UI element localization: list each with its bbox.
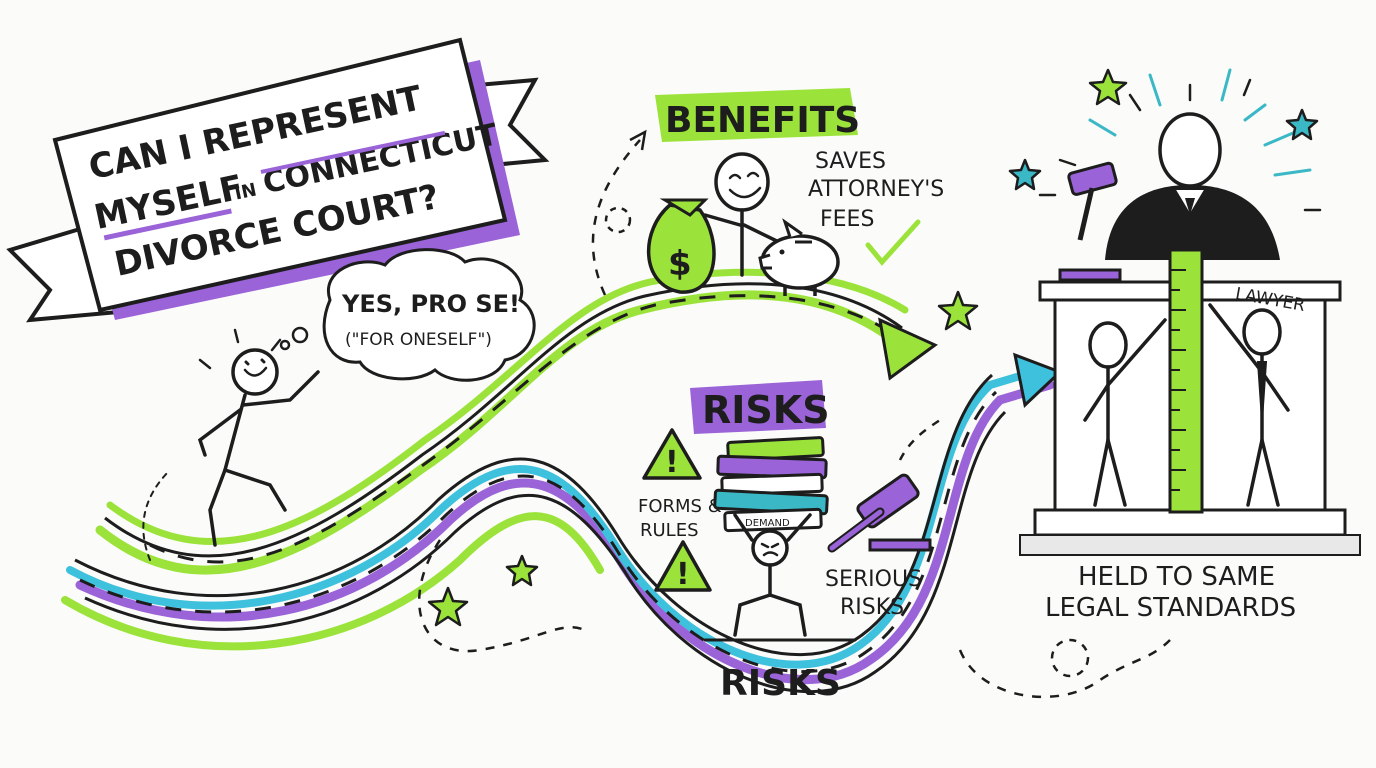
forms-rules-line2: RULES <box>640 520 699 541</box>
banner-underline-myself <box>103 208 232 241</box>
benefit-note-line2: ATTORNEY'S <box>808 177 944 202</box>
runner-arm-back <box>197 408 242 457</box>
judge-gavel-icon <box>1058 161 1122 282</box>
self-rep-stick-figure <box>1083 318 1167 507</box>
runner-head <box>231 348 279 396</box>
lower-road-arrowhead <box>1012 352 1063 408</box>
warning-icon: ! <box>642 428 702 480</box>
purple-road-band <box>75 380 1055 685</box>
risks-heading: RISKS <box>702 388 830 432</box>
thought-line2: ("FOR ONESELF") <box>345 330 492 350</box>
lawyer-stick-figure <box>1208 303 1290 507</box>
forms-rules-line1: FORMS & <box>638 496 722 517</box>
standards-line2: LEGAL STANDARDS <box>1045 593 1296 623</box>
running-stick-figure <box>142 328 320 561</box>
risks-section: RISKS ! ! FORMS & RULES DEMAND <box>638 380 932 704</box>
benefit-note-line3: FEES <box>820 207 874 232</box>
lower-green-road <box>61 512 604 651</box>
dashed-up-arrow <box>898 418 941 461</box>
dashed-branch-to-benefits <box>591 139 641 296</box>
upper-road-dashes <box>149 294 896 564</box>
serious-risks-line1: SERIOUS <box>825 567 922 592</box>
money-bag-icon: $ <box>647 198 716 294</box>
banner-underline-connecticut <box>260 130 446 174</box>
dashed-branch-arrowhead <box>629 129 647 151</box>
book-label: DEMAND <box>745 518 790 529</box>
bench-step <box>1019 534 1361 556</box>
benefits-section: BENEFITS $ SAVES ATTORNEY'S FEES <box>647 88 944 296</box>
star-icon <box>427 586 469 627</box>
runner-leg-back <box>208 468 227 547</box>
warning-icon-lower: ! <box>654 540 712 592</box>
title-banner: CAN I REPRESENT MYSELF IN CONNECTICUT DI… <box>6 37 550 323</box>
measuring-ruler-icon <box>1168 248 1204 514</box>
banner-title-line2b: IN <box>233 179 259 204</box>
book-stack-icon: DEMAND <box>713 436 829 533</box>
risks-heading-highlight <box>690 380 826 434</box>
dashed-loop-right <box>958 639 1171 699</box>
courtroom-scene: LAWYER <box>1019 68 1361 556</box>
benefits-heading-highlight <box>655 88 858 142</box>
radiating-dashes <box>1038 78 1322 212</box>
star-icon <box>937 290 979 331</box>
star-icon <box>1008 158 1042 191</box>
runner-body <box>223 393 247 472</box>
upper-road-arrowhead <box>878 317 938 381</box>
road-risks-label: RISKS <box>720 663 841 704</box>
gavel-icon <box>827 473 932 553</box>
checkmark-icon <box>865 219 921 266</box>
thought-cloud <box>322 248 536 382</box>
star-icon <box>1088 68 1128 106</box>
road-paths <box>61 129 1171 699</box>
lower-road-edge <box>74 373 994 657</box>
money-symbol: $ <box>668 244 692 284</box>
lower-road-dashes <box>79 390 998 674</box>
standards-line1: HELD TO SAME <box>1078 562 1275 592</box>
star-icon <box>505 554 539 587</box>
bench-base <box>1033 508 1347 537</box>
thought-bubble: YES, PRO SE! ("FOR ONESELF") <box>279 248 536 382</box>
runner-arm-up <box>241 370 320 407</box>
benefits-heading: BENEFITS <box>665 100 860 141</box>
thought-line1: YES, PRO SE! <box>341 290 520 318</box>
thought-dot-small <box>279 339 291 351</box>
banner-body <box>52 37 508 313</box>
judge-figure <box>1105 112 1280 260</box>
warning-symbol-lower: ! <box>676 557 690 592</box>
star-icon <box>1285 108 1319 141</box>
dashed-loop-circle <box>1050 638 1090 678</box>
upper-road-edge <box>104 282 903 558</box>
struggling-stick-figure <box>703 513 857 642</box>
thought-dot-large <box>291 326 309 344</box>
dashed-small-circle <box>604 206 632 234</box>
benefit-note-line1: SAVES <box>815 149 886 174</box>
stars <box>427 68 1319 627</box>
serious-risks-line2: RISKS <box>840 595 904 620</box>
runner-leg-front <box>223 468 287 512</box>
radiating-lines <box>1088 68 1312 177</box>
piggy-bank-icon <box>758 218 840 296</box>
warning-symbol-top: ! <box>665 445 679 480</box>
lower-road-edge-outer <box>84 410 1007 694</box>
dashed-loop-left <box>418 539 586 653</box>
